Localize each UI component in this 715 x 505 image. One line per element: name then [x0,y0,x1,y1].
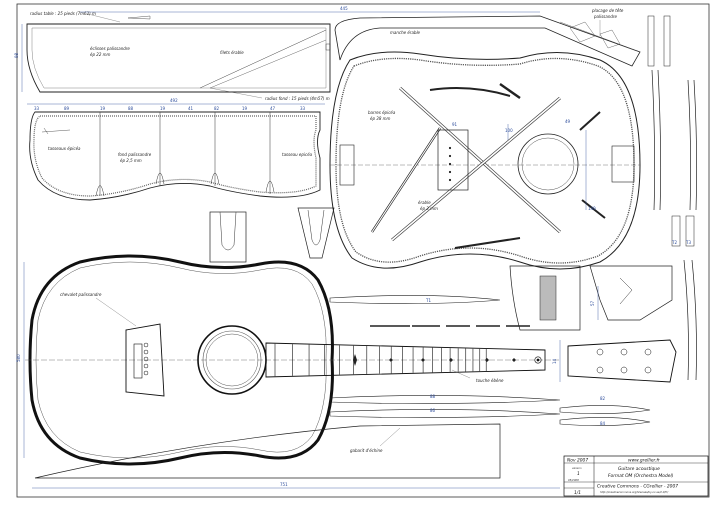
tb-title2: Format OM (Orchestra Model) [608,473,674,479]
dim-149: 149 [588,206,596,211]
right-strips: T2 T3 [651,69,698,381]
label-gabarit: gabarit d'échine [350,448,383,453]
tb-version-date: 05/2008 [568,478,579,482]
label-placage-tete: placage de tête [591,8,624,13]
top-row-dim: 41 [188,106,194,111]
label-ep-38: ép 38 mm [370,116,391,121]
brace-sections [209,207,335,263]
tb-title1: Guitare acoustique [618,466,660,472]
label-filets-erable: filets érable [220,50,244,55]
dim-86: 86 [430,408,436,413]
label-barres-table: barres épicéa [368,110,396,115]
label-touche: touche ébène [476,378,504,383]
dim-580: 580 [16,354,21,362]
back-plate: 492 tasseaux épicéa fond palissandre ép … [27,98,325,201]
top-row-dim: 19 [160,106,166,111]
label-manche-erable: manche érable [390,30,421,35]
label-ep-25: ép 2,5 mm [120,158,142,163]
label-ep-3: ép 3 mm [420,206,438,211]
dim-t2: T2 [671,240,677,245]
dim-57: 57 [590,300,595,306]
tb-version: 1 [577,471,580,477]
label-rayon-table: radius table : 25 pieds (7m62) m [30,11,96,16]
dim-14: 14 [552,358,557,364]
top-row-dim: 82 [214,106,220,111]
dim-98: 98 [14,52,19,58]
dim-49: 49 [565,119,571,124]
guitar-top-view: chevalet palissandre 580 751 touche ébèn… [16,254,560,489]
top-row-dim: 19 [100,106,106,111]
tb-license: Creative Commons - CGrellier - 2007 [597,484,678,490]
soundboard: 149 100 49 91 barres épicéa ép 38 mm éra… [329,51,641,270]
top-row-dim: 33 [300,106,306,111]
dim-88: 88 [430,394,436,399]
top-dimension-row: 33 89 19 88 19 41 82 19 47 33 [34,106,306,111]
dim-82: 82 [600,396,606,401]
label-chevalet: chevalet palissandre [60,292,102,297]
label-placage-tete2: palissandre [593,14,618,19]
side-profile: 98 radius table : 25 pieds (7m62) m écli… [14,11,331,101]
gabarit-strip: gabarit d'échine [34,423,501,479]
label-tasseaux-epicea: tasseaux épicéa [48,146,81,151]
neck-profile: 445 manche érable placage de tête paliss… [80,6,671,67]
tb-version-label: version [572,466,582,470]
top-row-dim: 19 [242,106,248,111]
heel-detail: 57 [509,265,673,331]
label-ep-22: ép 22 mm [90,52,111,57]
label-rayon-fond: radius fond : 15 pieds (4m57) m [265,96,330,101]
dim-t3: T3 [685,240,691,245]
top-row-dim: 33 [34,106,40,111]
tb-sheet: 1/1 [574,490,581,496]
dim-91: 91 [452,122,458,127]
dim-751: 751 [280,482,288,487]
dim-t1: T1 [425,298,431,303]
fretboard-profiles: T1 88 86 82 84 [329,295,651,426]
label-tasseau-epicea: tasseau epicéa [282,152,313,157]
top-row-dim: 88 [128,106,134,111]
headstock-top-view: 14 [552,339,677,383]
tb-url: http://creativecommons.org/licenses/by-n… [600,490,669,494]
dim-492: 492 [170,98,178,103]
top-row-dim: 47 [270,106,276,111]
dim-445: 445 [340,6,348,11]
label-erable-table: érable [418,200,431,205]
dim-100: 100 [505,128,513,133]
top-row-dim: 89 [64,106,70,111]
dim-84: 84 [600,421,606,426]
label-eclisses: éclisses palissandre [90,46,130,51]
tb-website: www.grellier.fr [628,458,661,464]
sheet-border [16,3,710,498]
label-fond-palissandre: fond palissandre [118,152,152,157]
title-block: Nov 2007 www.grellier.fr version 1 05/20… [563,455,709,497]
fret-markers [353,354,516,366]
tb-date: Nov 2007 [567,458,588,464]
